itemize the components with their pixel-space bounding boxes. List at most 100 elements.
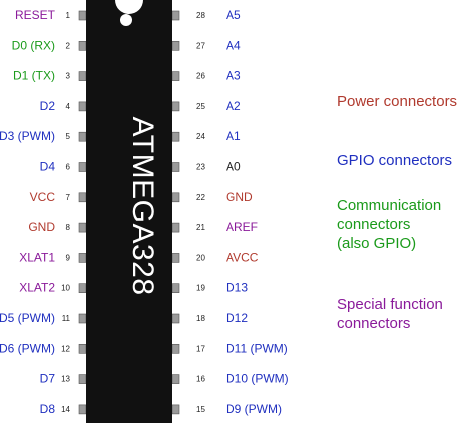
legend-power-line-1: Power connectors — [337, 93, 457, 110]
pin-number-7: 7 — [66, 193, 71, 202]
pin-number-28: 28 — [196, 11, 205, 20]
pin-number-15: 15 — [196, 405, 205, 414]
pin-label-8: GND — [28, 220, 55, 234]
pin-label-17: D11 (PWM) — [226, 341, 288, 355]
legend-item-gpio: GPIO connectors — [337, 152, 452, 169]
legend-communication-line-2: connectors — [337, 216, 410, 233]
legend-item-special: Special function connectors — [337, 296, 443, 332]
pin-label-19: D13 — [226, 281, 248, 295]
pin-label-14: D8 — [40, 402, 56, 416]
legend-communication-line-1: Communication — [337, 197, 441, 214]
pin-4 — [78, 101, 87, 112]
pin-label-11: D5 (PWM) — [0, 311, 55, 325]
pin-label-27: A4 — [226, 38, 241, 52]
pin-2 — [78, 40, 87, 51]
legend-communication-line-3: (also GPIO) — [337, 235, 416, 252]
pin-8 — [78, 222, 87, 233]
pin-label-18: D12 — [226, 311, 248, 325]
pin-label-24: A1 — [226, 129, 241, 143]
legend-item-power: Power connectors — [337, 93, 457, 110]
pin-label-20: AVCC — [226, 250, 259, 264]
pin-label-12: D6 (PWM) — [0, 341, 55, 355]
pin-11 — [78, 313, 87, 324]
pin-13 — [78, 374, 87, 384]
pin-9 — [78, 253, 87, 263]
pin-number-20: 20 — [196, 253, 205, 262]
pin-number-13: 13 — [61, 375, 70, 384]
pin-20 — [171, 253, 180, 263]
pin-number-12: 12 — [61, 344, 70, 353]
pin-number-24: 24 — [196, 132, 205, 141]
pin-number-21: 21 — [196, 223, 205, 232]
pin-label-26: A3 — [226, 69, 241, 83]
pin-15 — [171, 404, 180, 415]
chip-package: ATMEGA328 — [86, 0, 172, 423]
chip-notch — [115, 0, 143, 14]
pin-23 — [171, 162, 180, 172]
legend-item-communication: Communication connectors (also GPIO) — [337, 197, 441, 252]
chip-body — [86, 0, 172, 423]
pin-number-11: 11 — [62, 314, 71, 323]
pin-label-7: VCC — [30, 190, 56, 204]
pin-number-23: 23 — [196, 163, 205, 172]
pin-label-23: A0 — [226, 160, 241, 174]
pin-number-18: 18 — [196, 314, 205, 323]
pin-label-22: GND — [226, 190, 253, 204]
pin-25 — [171, 101, 180, 112]
pin-label-10: XLAT2 — [19, 281, 55, 295]
pin-7 — [78, 192, 87, 203]
pin-number-25: 25 — [196, 102, 205, 111]
pin-18 — [171, 313, 180, 324]
pin-label-16: D10 (PWM) — [226, 372, 289, 386]
pin-label-25: A2 — [226, 99, 241, 113]
pin-label-2: D0 (RX) — [12, 38, 55, 52]
pin-label-5: D3 (PWM) — [0, 129, 55, 143]
pin-label-3: D1 (TX) — [13, 69, 55, 83]
pin-number-4: 4 — [66, 102, 71, 111]
pin-number-9: 9 — [66, 253, 71, 262]
pin-number-2: 2 — [66, 41, 71, 50]
pin-21 — [171, 222, 180, 233]
pin-number-19: 19 — [196, 284, 205, 293]
pin-label-6: D4 — [40, 160, 56, 174]
pin-24 — [171, 131, 180, 142]
pin-28 — [171, 10, 180, 21]
pin-number-17: 17 — [196, 344, 205, 353]
pin-number-14: 14 — [61, 405, 70, 414]
legend-special-line-1: Special function — [337, 296, 443, 313]
pin-number-10: 10 — [61, 284, 70, 293]
pin-5 — [78, 131, 87, 142]
pin1-marker-dot — [120, 14, 132, 26]
pin-number-22: 22 — [196, 193, 205, 202]
pin-label-13: D7 — [40, 372, 56, 386]
pin-number-5: 5 — [66, 132, 71, 141]
pin-label-28: A5 — [226, 8, 241, 22]
pin-label-21: AREF — [226, 220, 258, 234]
pin-number-16: 16 — [196, 375, 205, 384]
legend-special-line-2: connectors — [337, 315, 410, 332]
pin-number-26: 26 — [196, 72, 205, 81]
pin-6 — [78, 162, 87, 172]
pin-26 — [171, 71, 180, 81]
pin-27 — [171, 40, 180, 51]
pin-number-1: 1 — [66, 11, 71, 20]
pin-16 — [171, 374, 180, 384]
pin-number-3: 3 — [66, 72, 71, 81]
pin-label-4: D2 — [40, 99, 56, 113]
pin-label-15: D9 (PWM) — [226, 402, 282, 416]
pin-number-8: 8 — [66, 223, 71, 232]
pin-label-9: XLAT1 — [19, 250, 55, 264]
pin-number-27: 27 — [196, 41, 205, 50]
pin-17 — [171, 343, 180, 354]
pin-1 — [78, 10, 87, 21]
chip-name: ATMEGA328 — [126, 116, 159, 295]
pin-3 — [78, 71, 87, 81]
pin-number-6: 6 — [66, 163, 71, 172]
pin-22 — [171, 192, 180, 203]
legend-gpio-line-1: GPIO connectors — [337, 152, 452, 169]
pin-12 — [78, 343, 87, 354]
pin-19 — [171, 283, 180, 294]
